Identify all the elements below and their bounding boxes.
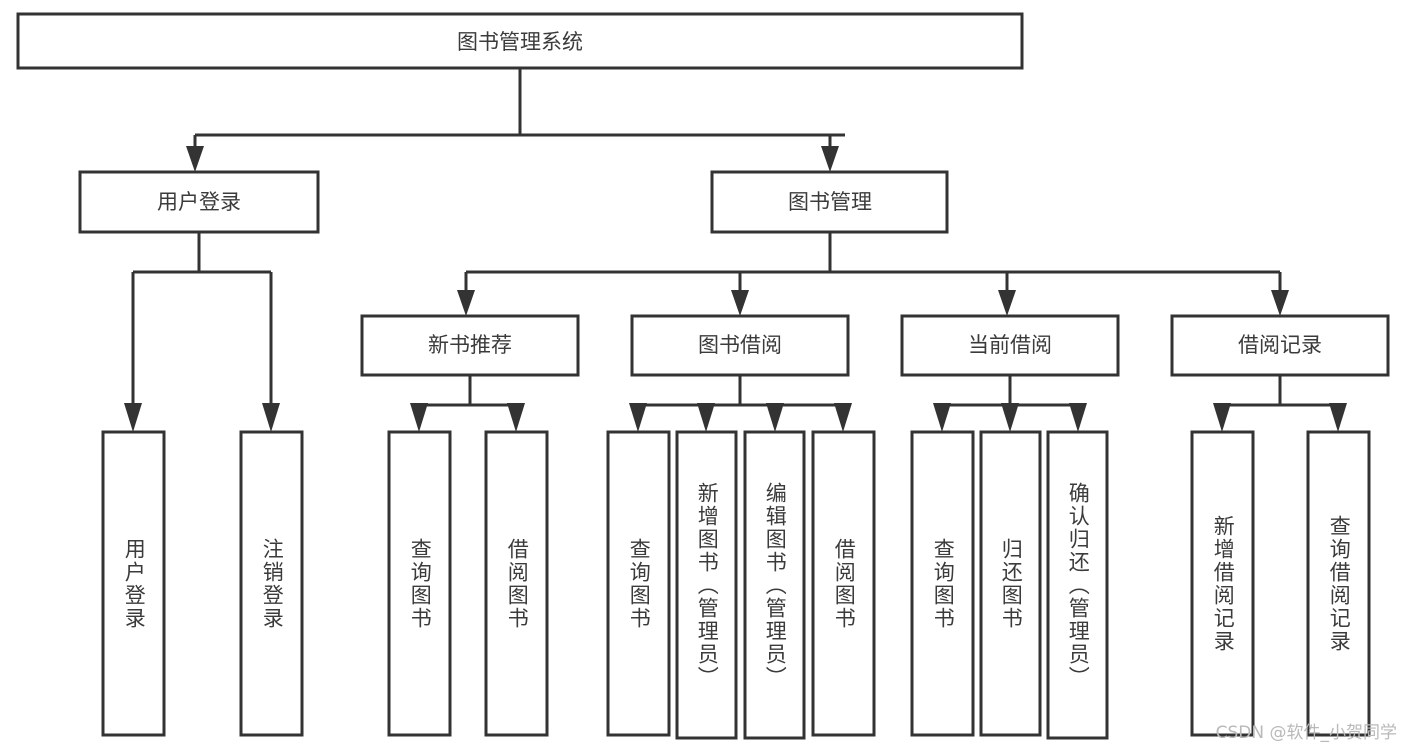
node-new-book-recommend[interactable]: 新书推荐 xyxy=(360,314,580,377)
leaf-box-query-book-current[interactable] xyxy=(910,430,975,737)
leaf-box-logout[interactable] xyxy=(239,430,304,737)
arrow-head-leaf-query-book-3 xyxy=(933,403,951,432)
arrow-head-leaf-add-book xyxy=(697,403,715,432)
arrow-head-leaf-confirm-return xyxy=(1069,403,1087,432)
leaf-box-borrow-book-recommend[interactable] xyxy=(484,430,549,737)
arrow-head-leaf-query-book-1 xyxy=(410,403,428,432)
node-root-box[interactable] xyxy=(16,12,1024,70)
leaf-box-return-book[interactable] xyxy=(979,430,1042,737)
arrow-head-user-login xyxy=(186,146,204,172)
arrow-head-book-borrow xyxy=(731,290,749,316)
leaf-box-query-borrow-record[interactable] xyxy=(1306,430,1371,737)
arrow-head-leaf-query-book-2 xyxy=(629,403,647,432)
node-root[interactable]: 图书管理系统 xyxy=(16,12,1024,70)
leaf-box-query-book-recommend[interactable] xyxy=(387,430,452,737)
leaf-box-add-book[interactable] xyxy=(675,430,738,740)
arrow-head-leaf-borrow-book-2 xyxy=(834,403,852,432)
node-layer: 图书管理系统 用户登录 图书管理 新书推荐 图书借阅 xyxy=(16,12,1390,740)
node-root-label: 图书管理系统 xyxy=(457,30,583,54)
arrow-head-current-borrow xyxy=(998,290,1016,316)
node-book-management-label: 图书管理 xyxy=(788,190,872,214)
node-user-login-label: 用户登录 xyxy=(157,190,241,214)
arrow-head-leaf-borrow-book-1 xyxy=(507,403,525,432)
arrow-head-leaf-add-record xyxy=(1213,403,1231,432)
arrow-head-leaf-return-book xyxy=(1001,403,1019,432)
leaf-box-borrow-book[interactable] xyxy=(811,430,876,737)
node-book-borrow-label: 图书借阅 xyxy=(698,333,782,357)
node-borrow-record-box[interactable] xyxy=(1170,314,1390,377)
node-user-login-box[interactable] xyxy=(78,170,320,234)
node-borrow-record[interactable]: 借阅记录 xyxy=(1170,314,1390,377)
leaf-box-edit-book[interactable] xyxy=(743,430,806,740)
arrow-head-leaf-logout xyxy=(262,403,280,432)
node-new-book-recommend-label: 新书推荐 xyxy=(428,333,512,357)
leaf-box-confirm-return[interactable] xyxy=(1046,430,1109,740)
leaf-box-add-borrow-record[interactable] xyxy=(1190,430,1255,737)
node-current-borrow-box[interactable] xyxy=(900,314,1120,377)
arrow-head-leaf-query-record xyxy=(1329,403,1347,432)
node-borrow-record-label: 借阅记录 xyxy=(1238,333,1322,357)
connector-layer xyxy=(124,68,1347,432)
node-book-management[interactable]: 图书管理 xyxy=(710,170,949,234)
node-book-management-box[interactable] xyxy=(710,170,949,234)
node-current-borrow[interactable]: 当前借阅 xyxy=(900,314,1120,377)
leaf-box-query-book-borrow[interactable] xyxy=(606,430,671,737)
node-user-login[interactable]: 用户登录 xyxy=(78,170,320,234)
node-book-borrow-box[interactable] xyxy=(630,314,850,377)
node-current-borrow-label: 当前借阅 xyxy=(968,333,1052,357)
node-new-book-recommend-box[interactable] xyxy=(360,314,580,377)
arrow-head-book-mgmt xyxy=(821,146,839,172)
node-book-borrow[interactable]: 图书借阅 xyxy=(630,314,850,377)
arrow-head-leaf-user-login xyxy=(124,403,142,432)
arrow-head-borrow-record xyxy=(1271,290,1289,316)
arrow-head-new-book-recommend xyxy=(457,290,475,316)
leaf-box-user-login[interactable] xyxy=(101,430,166,737)
arrow-head-leaf-edit-book xyxy=(766,403,784,432)
